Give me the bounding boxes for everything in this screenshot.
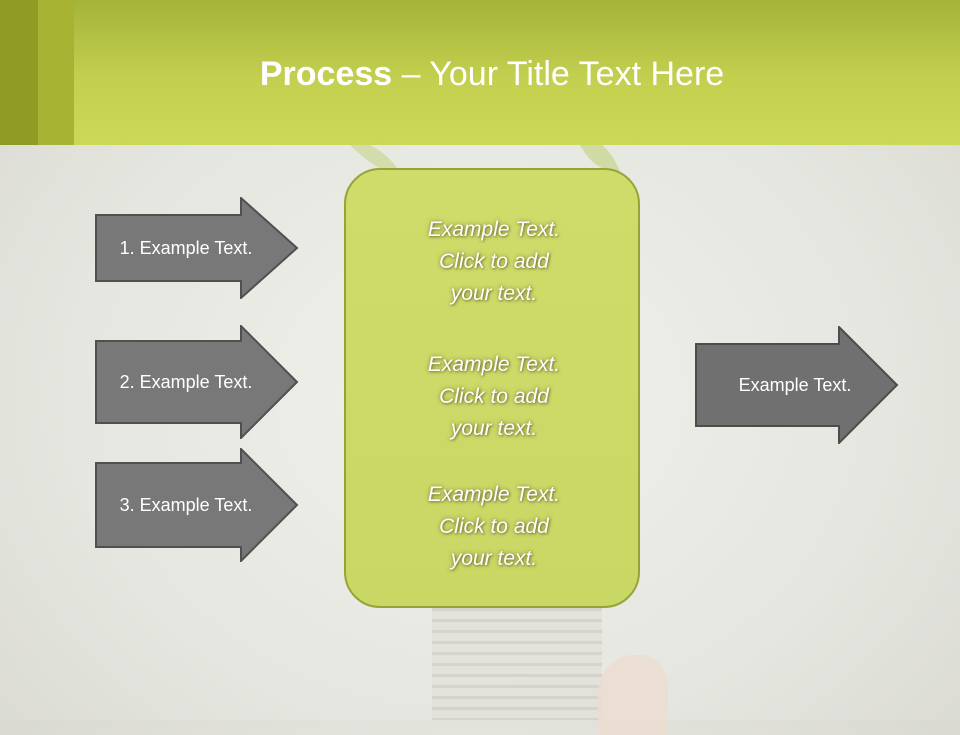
input-arrow-label-2: 2. Example Text. [119, 371, 253, 392]
arrow-shape-icon [95, 197, 299, 299]
process-box[interactable]: Example Text. Click to add your text. Ex… [344, 168, 640, 608]
process-item-1-line1: Example Text. [427, 218, 561, 241]
title-bold: Process [259, 55, 393, 93]
title-bar: Process – Your Title Text Here [0, 0, 960, 145]
process-item-3-line1: Example Text. [427, 483, 561, 506]
process-item-1-line3: your text. [450, 282, 538, 305]
process-item-3-line3: your text. [450, 547, 538, 570]
output-arrow-label: Example Text. [738, 374, 852, 395]
arrow-shape-icon [95, 448, 299, 562]
slide-title[interactable]: Process – Your Title Text Here [0, 52, 960, 96]
input-arrow-3[interactable]: 3. Example Text. [95, 448, 299, 562]
process-item-3-line2: Click to add [439, 515, 549, 538]
output-arrow[interactable]: Example Text. [695, 326, 899, 444]
process-item-2-line3: your text. [450, 417, 538, 440]
process-item-2[interactable]: Example Text. Click to add your text. [346, 349, 642, 445]
input-arrow-label-3: 3. Example Text. [119, 494, 253, 515]
arrow-shape-icon [695, 326, 899, 444]
sprout-image [350, 145, 620, 174]
process-item-2-line2: Click to add [439, 385, 549, 408]
process-item-1-line2: Click to add [439, 250, 549, 273]
header-accent-stripe [0, 0, 38, 145]
title-rest: – Your Title Text Here [392, 55, 725, 93]
process-item-3[interactable]: Example Text. Click to add your text. [346, 479, 642, 575]
process-item-2-line1: Example Text. [427, 353, 561, 376]
input-arrow-2[interactable]: 2. Example Text. [95, 325, 299, 439]
input-arrow-1[interactable]: 1. Example Text. [95, 197, 299, 299]
coin-stack-image [432, 600, 602, 720]
input-arrow-label-1: 1. Example Text. [119, 237, 253, 258]
hand-image [598, 655, 668, 735]
process-item-1[interactable]: Example Text. Click to add your text. [346, 214, 642, 310]
header-accent-stripe-light [38, 0, 74, 145]
arrow-shape-icon [95, 325, 299, 439]
